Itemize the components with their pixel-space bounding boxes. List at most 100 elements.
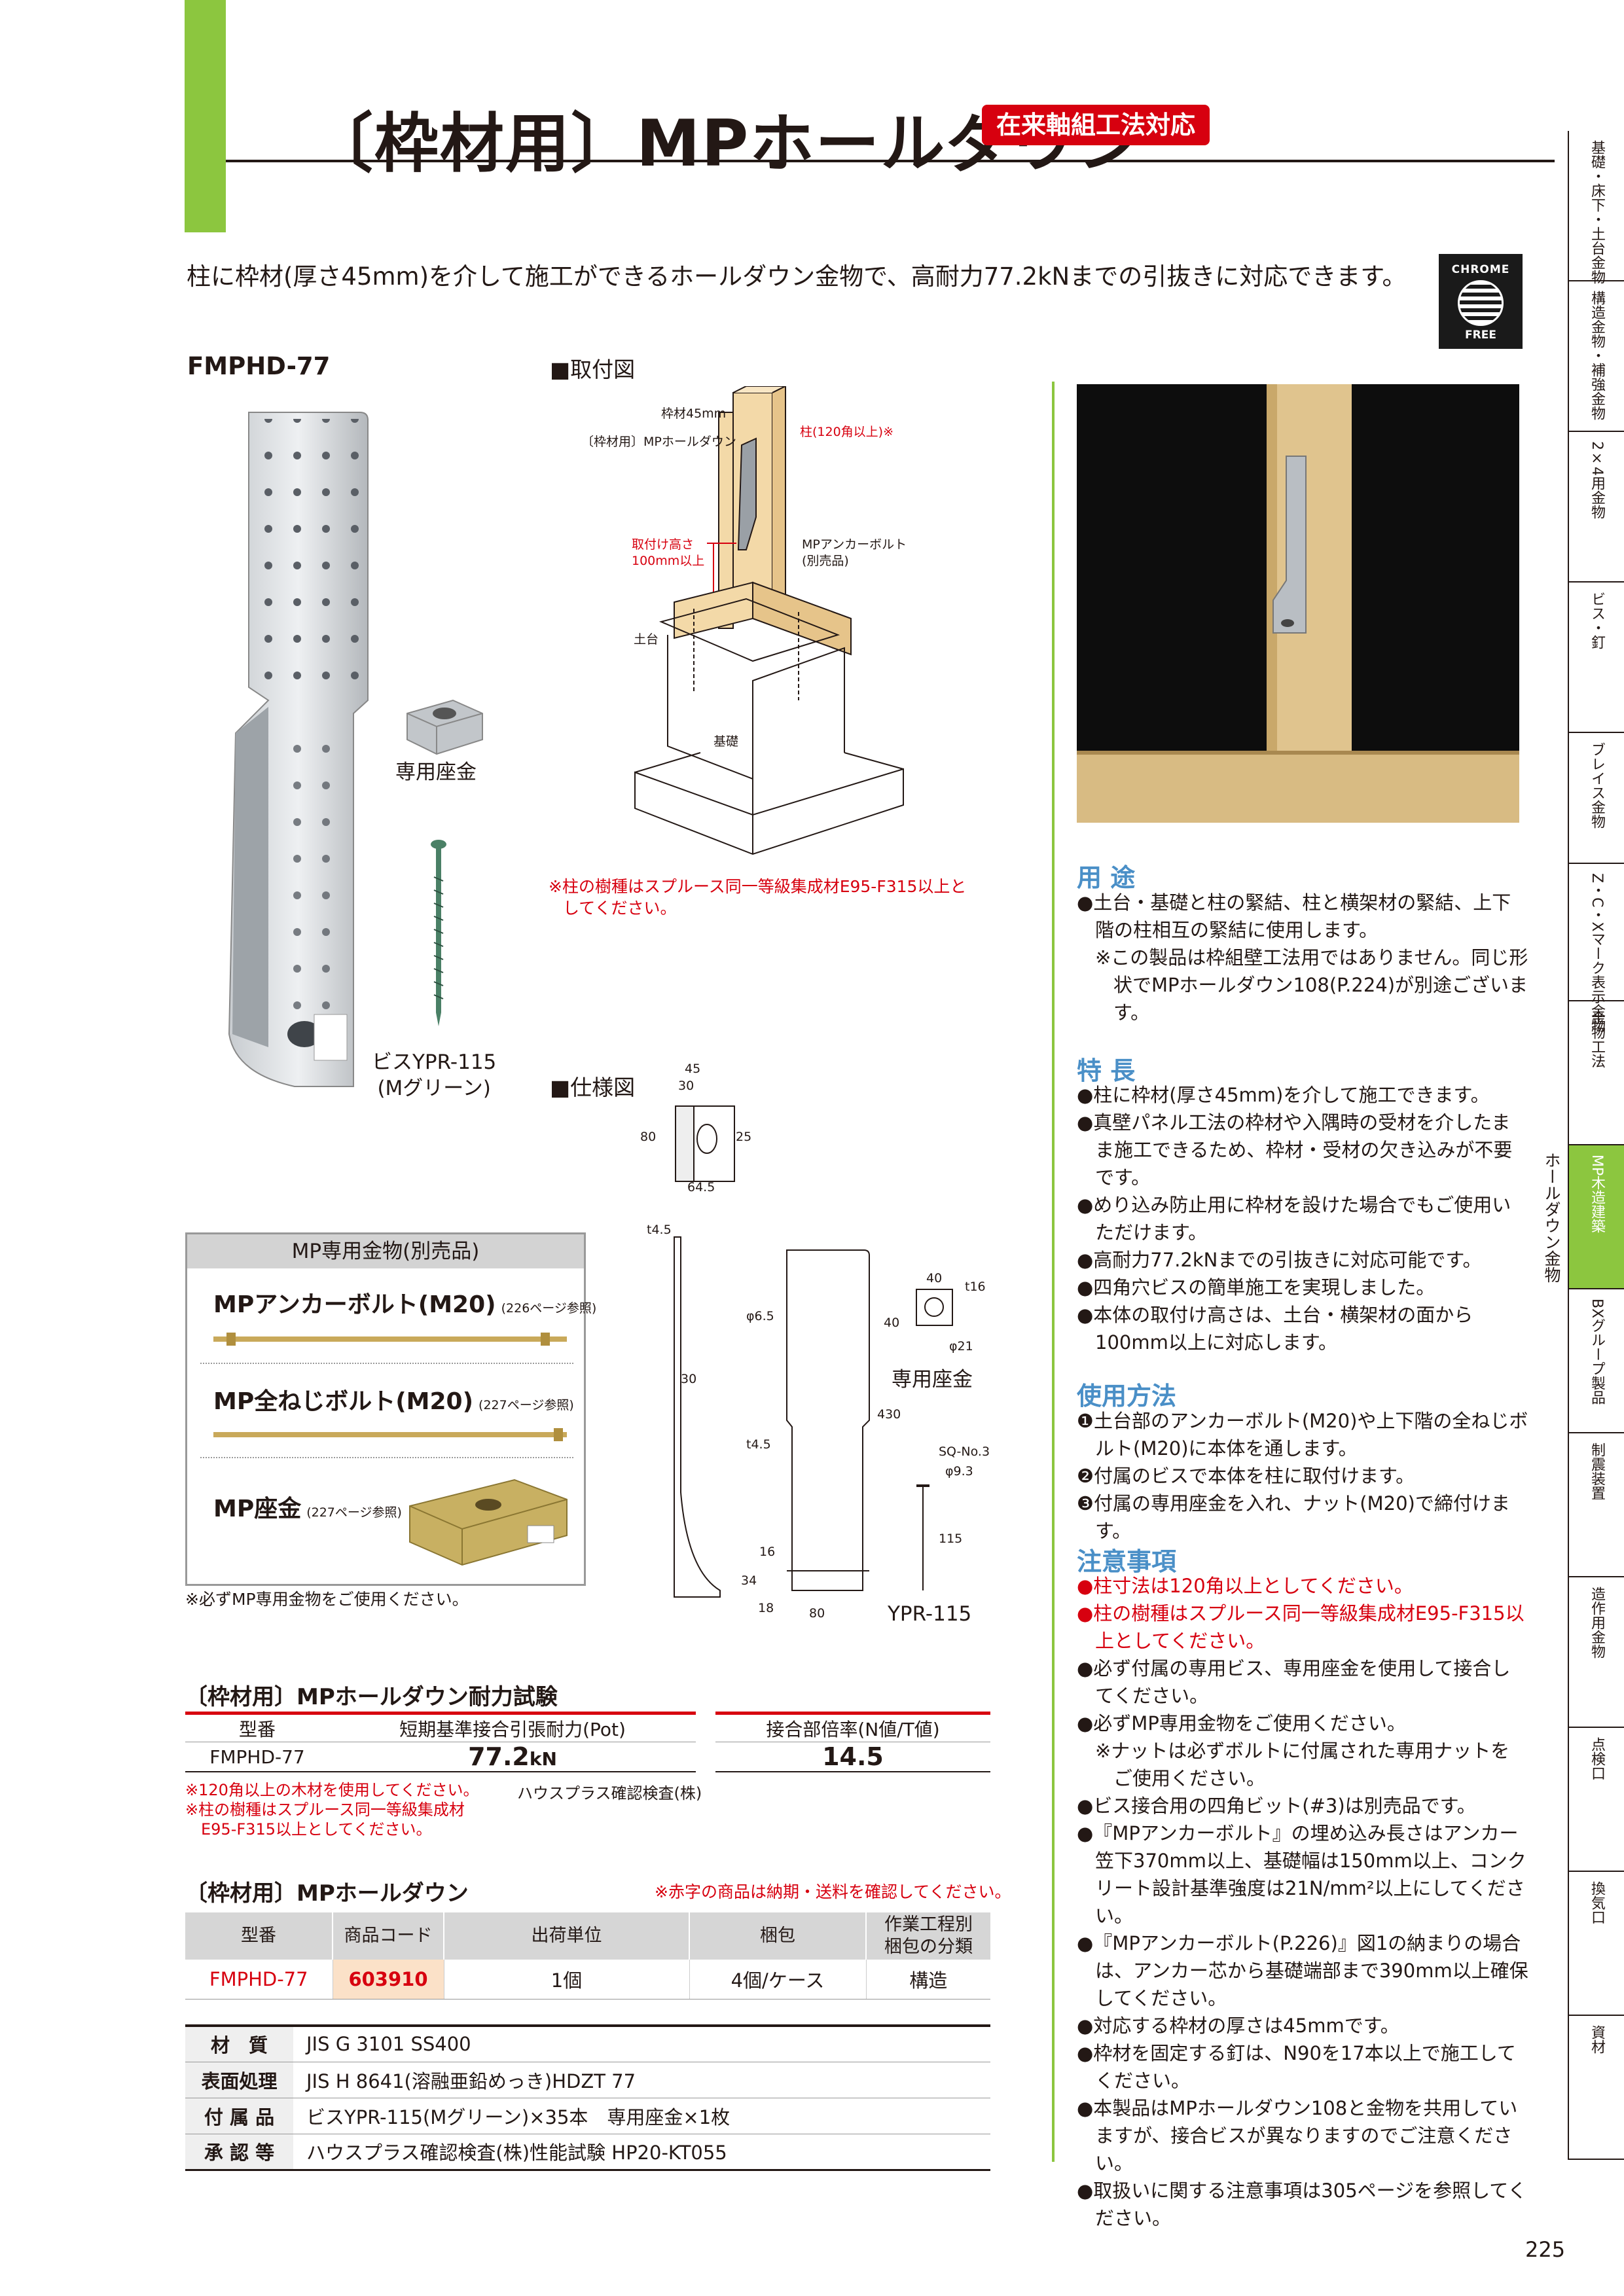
side-tab-10[interactable]: 制震装置 — [1569, 1433, 1624, 1577]
material-label: 付 属 品 — [185, 2098, 293, 2134]
side-tab-4[interactable]: ビス・釘 — [1569, 583, 1624, 733]
dim-washer-40-side: 40 — [884, 1316, 900, 1330]
screw-caption-line-2: (Mグリーン) — [377, 1077, 491, 1100]
side-tab-2[interactable]: 構造金物・補強金物 — [1569, 281, 1624, 432]
cautions-item: ●取扱いに関する注意事項は305ページを参照してください。 — [1077, 2179, 1527, 2229]
installation-photo — [1077, 384, 1519, 823]
method-item: ❶土台部のアンカーボルト(M20)や上下階の全ねじボルト(M20)に本体を通しま… — [1077, 1410, 1528, 1460]
dim-64-5: 64.5 — [687, 1180, 715, 1194]
label-frame-hold-down: 〔枠材用〕MPホールダウン — [581, 435, 736, 449]
chrome-free-logo-bottom: FREE — [1465, 329, 1496, 342]
hold-down-product-image — [228, 412, 369, 1087]
side-tab-8[interactable]: MP木造建築 — [1569, 1145, 1624, 1289]
product-package: 4個/ケース — [689, 1960, 866, 2000]
accessories-heading: MP専用金物(別売品) — [187, 1234, 584, 1268]
full-thread-bolt-image — [213, 1428, 567, 1441]
strength-test-table: 型番 短期基準接合引張耐力(Pot) 接合部倍率(N値/T値) FMPHD-77… — [185, 1712, 990, 1772]
spec-screw-caption: YPR-115 — [888, 1602, 972, 1626]
label-anchor-bolt-1: MPアンカーボルト — [802, 537, 907, 552]
strength-note-3: E95-F315以上としてください。 — [201, 1820, 432, 1839]
accessory-full-thread-bolt-name: MP全ねじボルト(M20) — [213, 1388, 474, 1415]
accessory-anchor-bolt-ref: (226ページ参照) — [501, 1301, 597, 1316]
side-tab-label: 制震装置 — [1589, 1443, 1605, 1500]
strength-test-inspection: ハウスプラス確認検査(株) — [517, 1784, 702, 1803]
dim-80-front: 80 — [809, 1606, 825, 1621]
dim-45: 45 — [685, 1062, 701, 1076]
side-tab-7[interactable]: 金物工法 — [1569, 1001, 1624, 1145]
cautions-item: ●対応する枠材の厚さは45mmです。 — [1077, 2015, 1399, 2037]
side-tab-label: 金物工法 — [1589, 1011, 1605, 1068]
cautions-item: ●必ずMP専用金物をご使用ください。 — [1077, 1712, 1406, 1734]
product-category: 構造 — [865, 1960, 990, 2000]
side-tab-label: 換気口 — [1589, 1881, 1605, 1924]
features-item: ●めり込み防止用に枠材を設けた場合でもご使用いただけます。 — [1077, 1194, 1511, 1244]
accessory-anchor-bolt-name: MPアンカーボルト(M20) — [213, 1291, 496, 1318]
cautions-item: ●ビス接合用の四角ビット(#3)は別売品です。 — [1077, 1795, 1476, 1817]
side-tab-3[interactable]: 2×4用金物 — [1569, 432, 1624, 583]
material-value: ハウスプラス確認検査(株)性能試験 HP20-KT055 — [293, 2134, 990, 2171]
dim-34: 34 — [741, 1573, 757, 1588]
material-label: 承 認 等 — [185, 2134, 293, 2171]
screw-caption-line-1: ビスYPR-115 — [372, 1050, 497, 1074]
side-tab-5[interactable]: ブレイス金物 — [1569, 733, 1624, 864]
material-value: JIS H 8641(溶融亜鉛めっき)HDZT 77 — [293, 2062, 990, 2098]
side-tab-9[interactable]: BXグループ製品 — [1569, 1289, 1624, 1433]
dim-t4-5-side: t4.5 — [647, 1223, 672, 1237]
side-tab-6[interactable]: Z・C・Xマーク表示金物 — [1569, 864, 1624, 1033]
product-model: FMPHD-77 — [185, 1960, 333, 2000]
chrome-free-logo: CHROME FREE — [1439, 254, 1523, 349]
anchor-bolt-image — [213, 1333, 567, 1346]
side-tab-label: 基礎・床下・土台金物 — [1589, 140, 1605, 284]
dim-80: 80 — [640, 1130, 657, 1144]
accessory-mp-washer-ref: (227ページ参照) — [306, 1505, 402, 1520]
side-tab-11[interactable]: 造作用金物 — [1569, 1577, 1624, 1728]
side-tab-12[interactable]: 点検口 — [1569, 1728, 1624, 1872]
label-anchor-bolt: MPアンカーボルト (別売品) — [802, 537, 907, 569]
accessory-mp-washer: MP座金(227ページ参照) — [213, 1490, 402, 1524]
method-list: ❶土台部のアンカーボルト(M20)や上下階の全ねじボルト(M20)に本体を通しま… — [1077, 1407, 1528, 1545]
label-foundation: 基礎 — [713, 734, 739, 749]
dim-430: 430 — [877, 1407, 901, 1422]
product-col-package: 梱包 — [689, 1912, 866, 1960]
side-tab-label: 造作用金物 — [1589, 1587, 1605, 1659]
product-code: 603910 — [332, 1960, 444, 2000]
accessory-separator — [200, 1457, 573, 1458]
strength-note-1: ※120角以上の木材を使用してください。 — [185, 1781, 479, 1799]
material-label: 材 質 — [185, 2024, 293, 2062]
install-note: ※柱の樹種はスプルース同一等級集成材E95-F315以上と してください。 — [549, 876, 1007, 919]
accessory-anchor-bolt: MPアンカーボルト(M20) (226ページ参照) — [213, 1285, 596, 1319]
dim-sq-no3: SQ-No.3 — [939, 1444, 990, 1459]
cautions-item: ●柱の樹種はスプルース同一等級集成材E95-F315以上としてください。 — [1077, 1602, 1525, 1652]
features-list: ●柱に枠材(厚さ45mm)を介して施工できます。●真壁パネル工法の枠材や入隅時の… — [1077, 1081, 1528, 1356]
product-table-note: ※赤字の商品は納期・送料を確認してください。 — [655, 1882, 1011, 1901]
cautions-item: ●必ず付属の専用ビス、専用座金を使用して接合してください。 — [1077, 1657, 1511, 1707]
dim-115: 115 — [939, 1532, 963, 1546]
cautions-item: ●本製品はMPホールダウン108と金物を共用していますが、接合ビスが異なりますの… — [1077, 2097, 1518, 2174]
accessory-separator — [200, 1363, 573, 1364]
dim-phi-6-5: φ6.5 — [746, 1309, 774, 1323]
product-unit: 1個 — [443, 1960, 689, 2000]
construction-method-badge: 在来軸組工法対応 — [982, 105, 1210, 145]
side-tab-13[interactable]: 換気口 — [1569, 1872, 1624, 2016]
accessories-box: MP専用金物(別売品) MPアンカーボルト(M20) (226ページ参照) MP全… — [185, 1232, 596, 1586]
material-label: 表面処理 — [185, 2062, 293, 2098]
side-tab-1[interactable]: 基礎・床下・土台金物 — [1569, 131, 1624, 284]
cautions-item: ●柱寸法は120角以上としてください。 — [1077, 1575, 1413, 1597]
table-row: FMPHD-77 603910 1個 4個/ケース 構造 — [185, 1960, 990, 2000]
installation-photo-drawing — [1077, 384, 1519, 823]
washer-caption: 専用座金 — [395, 761, 477, 784]
dim-phi-21: φ21 — [949, 1339, 973, 1354]
cautions-item: ●『MPアンカーボルト(P.226)』図1の納まりの場合は、アンカー芯から基礎端… — [1077, 1932, 1528, 2009]
side-tab-label: Z・C・Xマーク表示金物 — [1589, 873, 1605, 1033]
label-frame-45: 枠材45mm — [661, 406, 727, 421]
label-install-height-1: 取付け高さ — [632, 537, 695, 552]
chrome-free-logo-top: CHROME — [1451, 263, 1510, 276]
screw-image — [431, 840, 446, 1026]
install-note-1: ※柱の樹種はスプルース同一等級集成材E95-F315以上と — [549, 877, 967, 896]
spec-washer-caption: 専用座金 — [892, 1368, 973, 1391]
side-tab-14[interactable]: 資材 — [1569, 2016, 1624, 2160]
dim-t4-5-front: t4.5 — [746, 1437, 771, 1452]
cautions-list: ●柱寸法は120角以上としてください。 ●柱の樹種はスプルース同一等級集成材E95… — [1077, 1572, 1528, 2232]
header-green-bar — [185, 0, 226, 232]
